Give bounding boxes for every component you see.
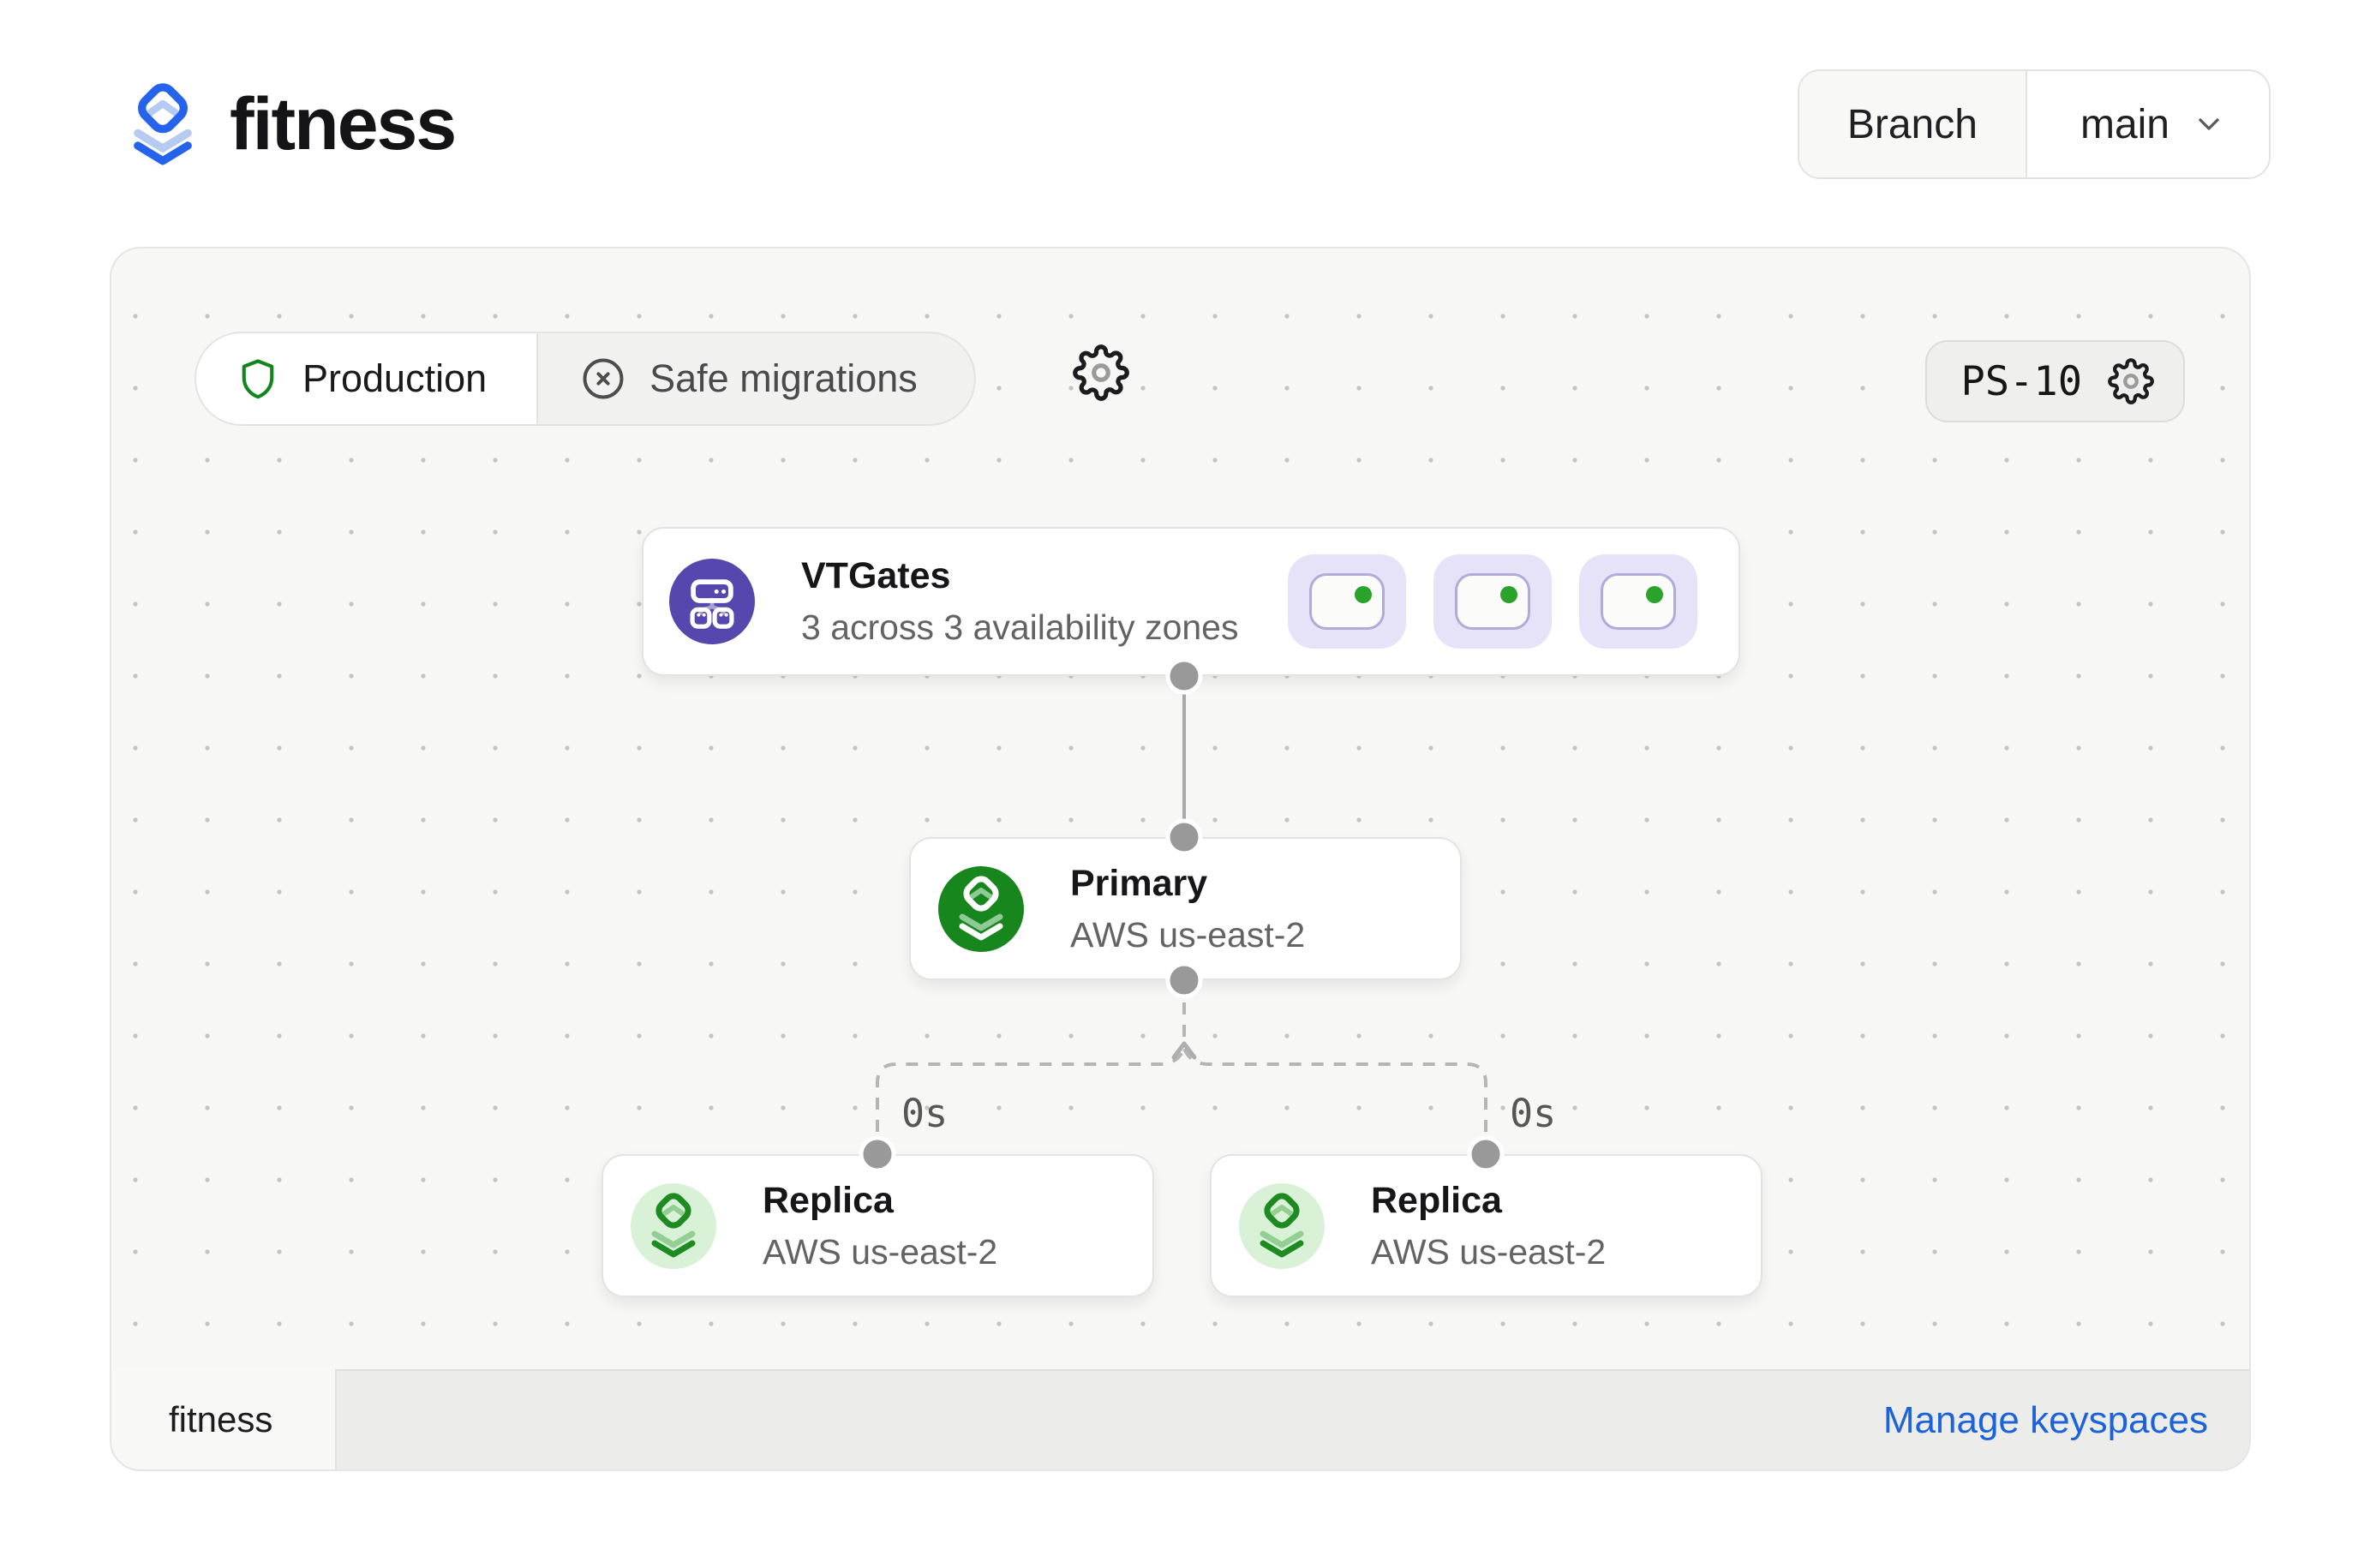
replica-title: Replica bbox=[1371, 1179, 1502, 1221]
vtgate-instance-chip[interactable] bbox=[1579, 554, 1697, 649]
safe-migrations-pill[interactable]: Safe migrations bbox=[538, 333, 974, 424]
replication-lag-left: 0s bbox=[901, 1091, 949, 1136]
replication-edges bbox=[876, 980, 1487, 1154]
healthy-status-dot bbox=[1500, 586, 1517, 603]
chevron-down-icon bbox=[2199, 118, 2219, 130]
replica-subtitle: AWS us-east-2 bbox=[763, 1231, 998, 1272]
healthy-status-dot bbox=[1646, 586, 1663, 603]
badge-gear-icon bbox=[2108, 358, 2154, 404]
cluster-size-badge[interactable]: PS-10 bbox=[1924, 340, 2185, 422]
cluster-size-label: PS-10 bbox=[1960, 357, 2082, 405]
manage-keyspaces-link[interactable]: Manage keyspaces bbox=[1882, 1398, 2208, 1441]
replica-icon bbox=[1239, 1182, 1325, 1269]
branch-button[interactable]: Branch bbox=[1798, 71, 2027, 177]
vtgate-instances bbox=[1288, 554, 1697, 649]
branch-selector[interactable]: main bbox=[2026, 71, 2269, 177]
production-label: Production bbox=[302, 356, 488, 400]
safe-migrations-label: Safe migrations bbox=[649, 356, 918, 400]
replica-title: Replica bbox=[763, 1179, 894, 1221]
keyspace-tabbar: fitness Manage keyspaces bbox=[111, 1369, 2249, 1469]
page-title: fitness bbox=[230, 82, 457, 165]
replica-subtitle: AWS us-east-2 bbox=[1371, 1231, 1607, 1272]
healthy-status-dot bbox=[1355, 586, 1372, 603]
shield-icon bbox=[242, 359, 274, 399]
circle-x-icon bbox=[583, 358, 624, 399]
primary-title: Primary bbox=[1070, 862, 1208, 904]
vtgate-instance-chip[interactable] bbox=[1288, 554, 1406, 649]
vtgates-node[interactable]: VTGates 3 across 3 availability zones bbox=[642, 527, 1740, 676]
replica-icon bbox=[631, 1182, 716, 1269]
vtgates-subtitle: 3 across 3 availability zones bbox=[801, 607, 1239, 647]
primary-subtitle: AWS us-east-2 bbox=[1070, 914, 1306, 955]
replica-node-1[interactable]: Replica AWS us-east-2 bbox=[601, 1154, 1154, 1297]
replication-arrowhead bbox=[1171, 1041, 1197, 1060]
cluster-settings-gear-icon[interactable] bbox=[1073, 344, 1129, 401]
vtgates-title: VTGates bbox=[801, 555, 951, 596]
environment-pills: Production Safe migrations bbox=[195, 332, 976, 426]
brand: fitness bbox=[120, 81, 457, 167]
cluster-topology-panel: Production Safe migrations PS-10 bbox=[110, 247, 2251, 1471]
replica-node-2[interactable]: Replica AWS us-east-2 bbox=[1210, 1154, 1763, 1297]
primary-icon bbox=[938, 865, 1024, 952]
production-pill[interactable]: Production bbox=[196, 333, 539, 424]
replication-lag-right: 0s bbox=[1510, 1091, 1557, 1136]
app-header: fitness Branch main bbox=[0, 0, 2358, 248]
primary-node[interactable]: Primary AWS us-east-2 bbox=[909, 837, 1462, 980]
tabbar-strip: Manage keyspaces bbox=[337, 1369, 2249, 1469]
topology-canvas: Production Safe migrations PS-10 bbox=[111, 248, 2249, 1369]
keyspace-tab-fitness[interactable]: fitness bbox=[111, 1369, 337, 1469]
vtgates-icon bbox=[669, 559, 755, 644]
branch-control: Branch main bbox=[1797, 69, 2271, 179]
database-logo-icon bbox=[134, 83, 192, 165]
vtgate-instance-chip[interactable] bbox=[1433, 554, 1552, 649]
